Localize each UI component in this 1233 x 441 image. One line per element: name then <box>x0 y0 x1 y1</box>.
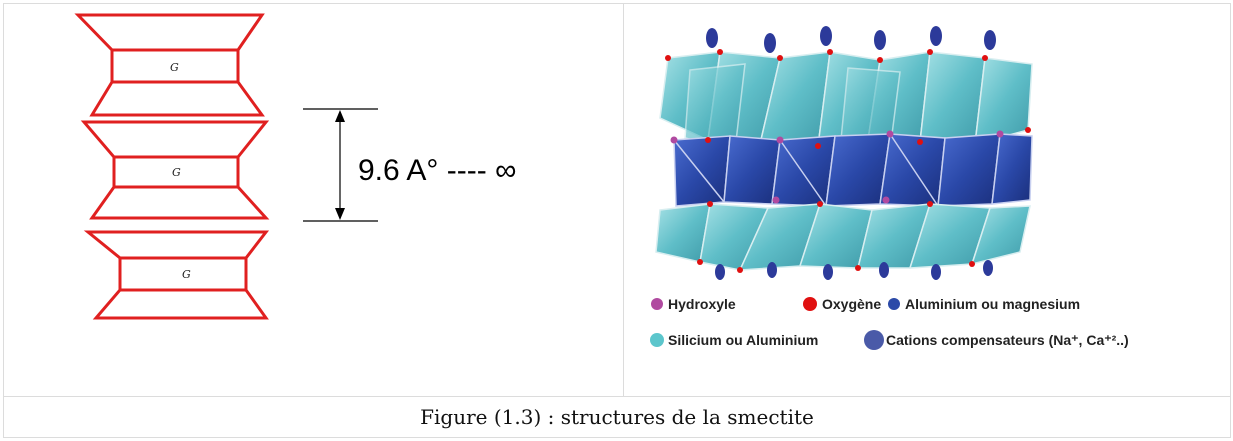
arrow-up-icon <box>335 110 345 122</box>
blue-dot-icon <box>888 298 900 310</box>
hydroxyl-atoms <box>670 130 1004 204</box>
caption-row: Figure (1.3) : structures de la smectite <box>3 396 1231 438</box>
layer-label: G <box>170 61 179 74</box>
upper-tetrahedral-sheet <box>659 51 1033 151</box>
crystal-structure <box>655 26 1033 280</box>
violet-dot-icon <box>864 330 884 350</box>
figure-caption: Figure (1.3) : structures de la smectite <box>420 405 814 429</box>
legend-label-hydroxyle: Hydroxyle <box>668 296 736 312</box>
clay-layer-1 <box>74 13 265 117</box>
oxygen-atoms <box>665 49 1031 273</box>
cyan-dot-icon <box>650 333 664 347</box>
layer-label: G <box>172 166 181 179</box>
layer-schematic-cell <box>3 3 624 397</box>
top-cations <box>706 26 996 53</box>
legend-label-silicium: Silicium ou Aluminium <box>668 332 818 348</box>
layer-label: G <box>182 268 191 281</box>
crystal-structure-cell <box>623 3 1231 397</box>
legend-label-aluminium: Aluminium ou magnesium <box>905 296 1080 312</box>
octahedral-sheet <box>673 133 1033 207</box>
legend: Hydroxyle Oxygène Aluminium ou magnesium… <box>650 296 1129 350</box>
clay-layer-3 <box>83 230 270 320</box>
spacing-label: 9.6 A° ---- ∞ <box>358 154 516 187</box>
red-dot-icon <box>803 297 817 311</box>
arrow-down-icon <box>335 208 345 220</box>
clay-layer-2 <box>80 120 270 220</box>
bottom-cations <box>715 260 993 280</box>
legend-label-cations: Cations compensateurs (Na⁺, Ca⁺²..) <box>886 332 1129 348</box>
spacing-dimension <box>303 108 378 222</box>
lower-tetrahedral-sheet <box>655 203 1031 271</box>
legend-label-oxygene: Oxygène <box>822 296 881 312</box>
magenta-dot-icon <box>651 298 663 310</box>
